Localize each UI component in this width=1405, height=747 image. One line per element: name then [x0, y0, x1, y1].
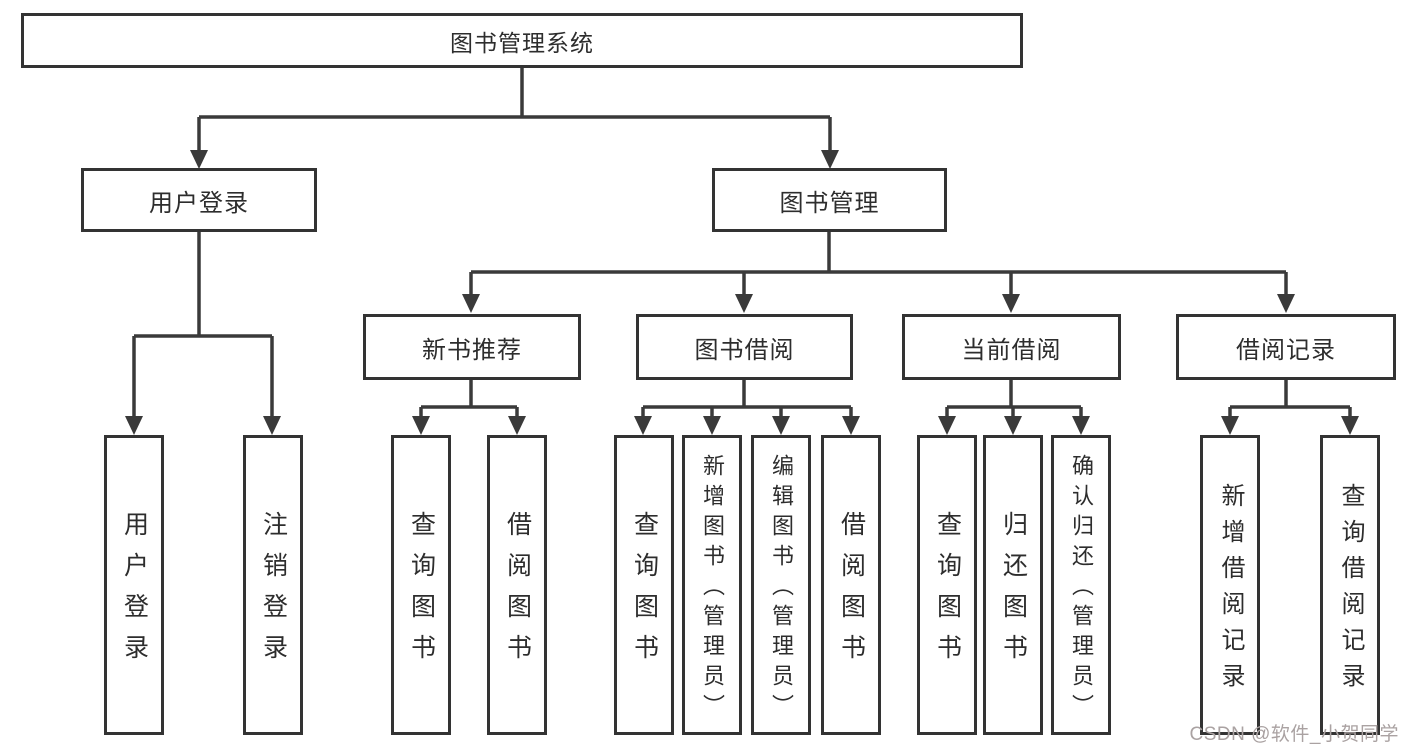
- node-label: 借阅图书: [503, 511, 532, 675]
- node-root: 图书管理系统: [21, 13, 1023, 68]
- node-label: 新增图书（管理员）: [700, 454, 725, 724]
- node-borrow-records: 借阅记录: [1176, 314, 1396, 380]
- arrowhead: [703, 416, 721, 435]
- arrowhead: [634, 416, 652, 435]
- node-label: 新书推荐: [422, 336, 522, 364]
- connector-current-borrow-children: [938, 380, 1090, 435]
- arrowhead: [190, 150, 208, 169]
- arrowhead: [1277, 294, 1295, 313]
- node-label: 归还图书: [999, 511, 1028, 675]
- leaf-add-borrow-record: 新增借阅记录: [1200, 435, 1260, 735]
- leaf-logout: 注销登录: [243, 435, 303, 735]
- arrowhead: [1221, 416, 1239, 435]
- arrowhead: [938, 416, 956, 435]
- arrowhead: [125, 416, 143, 435]
- arrowhead: [263, 416, 281, 435]
- node-book-management: 图书管理: [712, 168, 947, 232]
- arrowhead: [1002, 294, 1020, 313]
- leaf-user-login: 用户登录: [104, 435, 164, 735]
- node-label: 图书借阅: [694, 336, 795, 364]
- node-label: 查询图书: [933, 511, 962, 675]
- node-label: 用户登录: [149, 189, 249, 217]
- arrowhead: [1341, 416, 1359, 435]
- leaf-edit-book-admin: 编辑图书（管理员）: [751, 435, 811, 735]
- arrowhead: [412, 416, 430, 435]
- node-label: 用户登录: [120, 511, 149, 675]
- node-label: 当前借阅: [961, 336, 1062, 364]
- leaf-query-borrow-record: 查询借阅记录: [1320, 435, 1380, 735]
- arrowhead: [821, 150, 839, 169]
- node-label: 确认归还（管理员）: [1069, 454, 1094, 724]
- leaf-return-book: 归还图书: [983, 435, 1043, 735]
- leaf-query-books-recommend: 查询图书: [391, 435, 451, 735]
- connector-new-book-children: [412, 380, 526, 435]
- leaf-borrow-books: 借阅图书: [821, 435, 881, 735]
- leaf-borrow-books-recommend: 借阅图书: [487, 435, 547, 735]
- node-label: 查询图书: [630, 511, 659, 675]
- connector-root-to-level2: [190, 68, 839, 169]
- arrowhead: [735, 294, 753, 313]
- node-label: 借阅记录: [1236, 336, 1336, 364]
- connector-borrow-records-children: [1221, 380, 1359, 435]
- arrowhead: [462, 294, 480, 313]
- leaf-query-books-borrow: 查询图书: [614, 435, 674, 735]
- node-user-login: 用户登录: [81, 168, 317, 232]
- node-label: 注销登录: [259, 511, 288, 675]
- csdn-watermark: CSDN @软件_小贺同学: [1189, 724, 1399, 745]
- node-label: 查询图书: [407, 511, 436, 675]
- node-book-borrow: 图书借阅: [636, 314, 853, 380]
- arrowhead: [1004, 416, 1022, 435]
- connector-book-borrow-children: [634, 380, 860, 435]
- node-new-book-recommend: 新书推荐: [363, 314, 581, 380]
- leaf-add-book-admin: 新增图书（管理员）: [682, 435, 742, 735]
- node-label: 借阅图书: [837, 511, 866, 675]
- connector-user-login-children: [125, 232, 281, 435]
- leaf-query-books-current: 查询图书: [917, 435, 977, 735]
- node-current-borrow: 当前借阅: [902, 314, 1121, 380]
- arrowhead: [1072, 416, 1090, 435]
- arrowhead: [772, 416, 790, 435]
- node-label: 新增借阅记录: [1217, 483, 1244, 699]
- connector-book-management-children: [462, 232, 1295, 313]
- leaf-confirm-return-admin: 确认归还（管理员）: [1051, 435, 1111, 735]
- node-label: 图书管理: [779, 189, 880, 217]
- node-label: 查询借阅记录: [1337, 483, 1364, 699]
- node-label: 编辑图书（管理员）: [769, 454, 794, 724]
- arrowhead: [508, 416, 526, 435]
- arrowhead: [842, 416, 860, 435]
- node-label: 图书管理系统: [450, 29, 594, 56]
